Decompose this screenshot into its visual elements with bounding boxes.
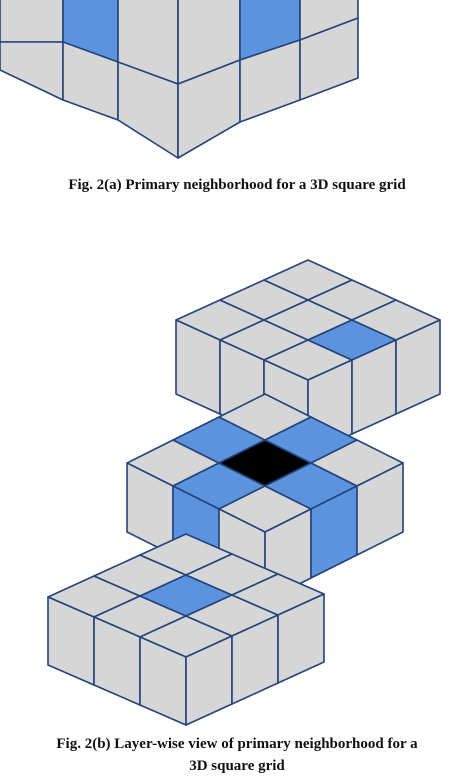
figure-b-layer-view — [47, 259, 441, 726]
figure-a-cube-view — [0, 0, 359, 159]
cube-face — [0, 0, 64, 43]
caption-text: (a) Primary neighborhood for a 3D square… — [104, 177, 406, 193]
figure-a-caption: Fig. 2(a) Primary neighborhood for a 3D … — [0, 176, 474, 195]
cube-face — [356, 462, 404, 556]
cube-face — [277, 593, 325, 684]
cube-face — [299, 17, 359, 101]
caption-label: Fig. 2 — [68, 177, 105, 193]
figure-b-caption-line-2: 3D square grid — [189, 758, 285, 774]
caption-text: (b) Layer-wise view of primary neighborh… — [92, 736, 418, 752]
cube-face — [395, 319, 441, 415]
caption-label: Fig. 2 — [56, 736, 93, 752]
figure-b-caption-line-1: Fig. 2(b) Layer-wise view of primary nei… — [0, 735, 474, 754]
cube-face — [0, 41, 64, 101]
